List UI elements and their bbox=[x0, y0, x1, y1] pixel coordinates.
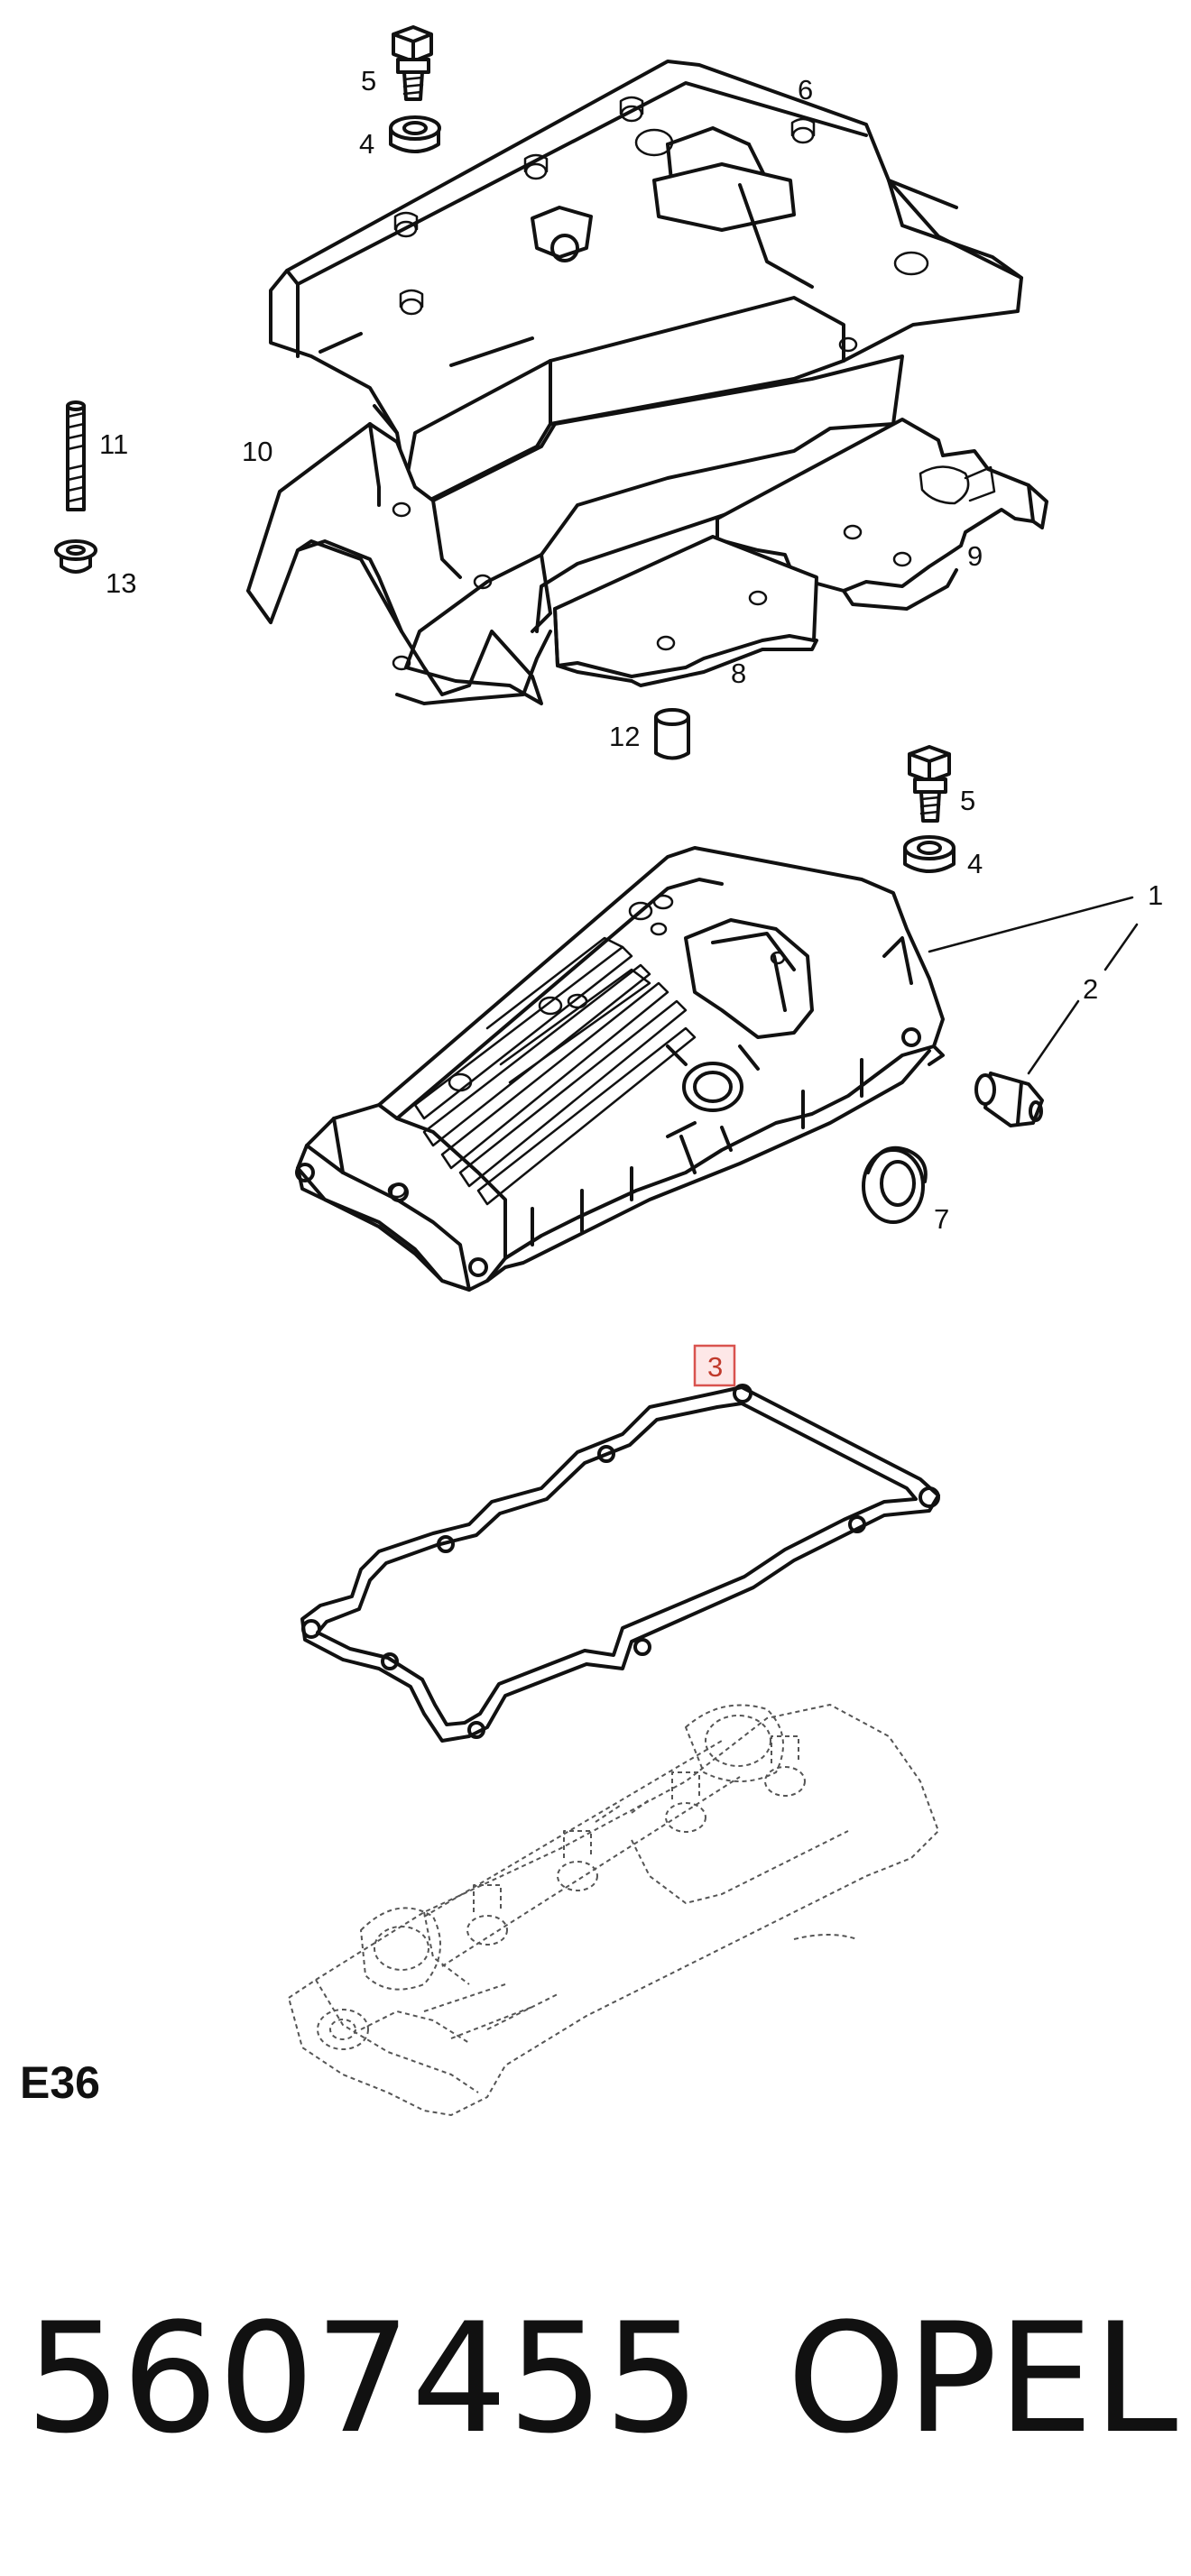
callout-3-highlight-box bbox=[693, 1344, 736, 1387]
seal-7 bbox=[862, 1145, 928, 1224]
stud-11 bbox=[66, 400, 86, 511]
callout-3: 3 bbox=[707, 1351, 723, 1383]
callout-labels: 5 4 6 11 10 13 9 8 12 5 4 1 2 7 3 bbox=[99, 65, 1163, 1387]
camshaft-cover-1 bbox=[295, 846, 945, 1292]
callout-9: 9 bbox=[967, 540, 983, 572]
upper-engine-cover bbox=[269, 60, 1023, 502]
callout-5-top: 5 bbox=[361, 65, 376, 97]
cylinder-head-ghost bbox=[288, 1704, 939, 2116]
callout-6: 6 bbox=[798, 74, 813, 106]
part-number: 5607455 bbox=[25, 2290, 700, 2467]
callout-1: 1 bbox=[1148, 879, 1163, 911]
brand-name: OPEL bbox=[787, 2290, 1177, 2467]
bolt-5-top bbox=[392, 25, 433, 101]
leader-lines bbox=[928, 896, 1139, 1075]
grommet-13 bbox=[54, 539, 97, 574]
callout-12: 12 bbox=[609, 721, 640, 752]
spacer-12 bbox=[654, 708, 690, 760]
callout-4-top: 4 bbox=[359, 128, 374, 160]
sensor-2 bbox=[974, 1072, 1044, 1127]
callout-4-mid: 4 bbox=[967, 848, 983, 879]
callout-10: 10 bbox=[242, 436, 272, 467]
callout-11: 11 bbox=[99, 428, 128, 460]
bolt-5-mid bbox=[908, 745, 951, 823]
section-code: E36 bbox=[20, 2057, 100, 2108]
callout-7: 7 bbox=[934, 1203, 949, 1235]
plate-8 bbox=[553, 535, 818, 687]
grommet-4-mid bbox=[903, 835, 956, 873]
grommet-4-top bbox=[389, 115, 441, 153]
callout-13: 13 bbox=[106, 567, 136, 599]
callout-5-mid: 5 bbox=[960, 785, 975, 816]
callout-2: 2 bbox=[1083, 973, 1098, 1005]
callout-8: 8 bbox=[731, 658, 746, 689]
gasket-3 bbox=[300, 1384, 940, 1743]
